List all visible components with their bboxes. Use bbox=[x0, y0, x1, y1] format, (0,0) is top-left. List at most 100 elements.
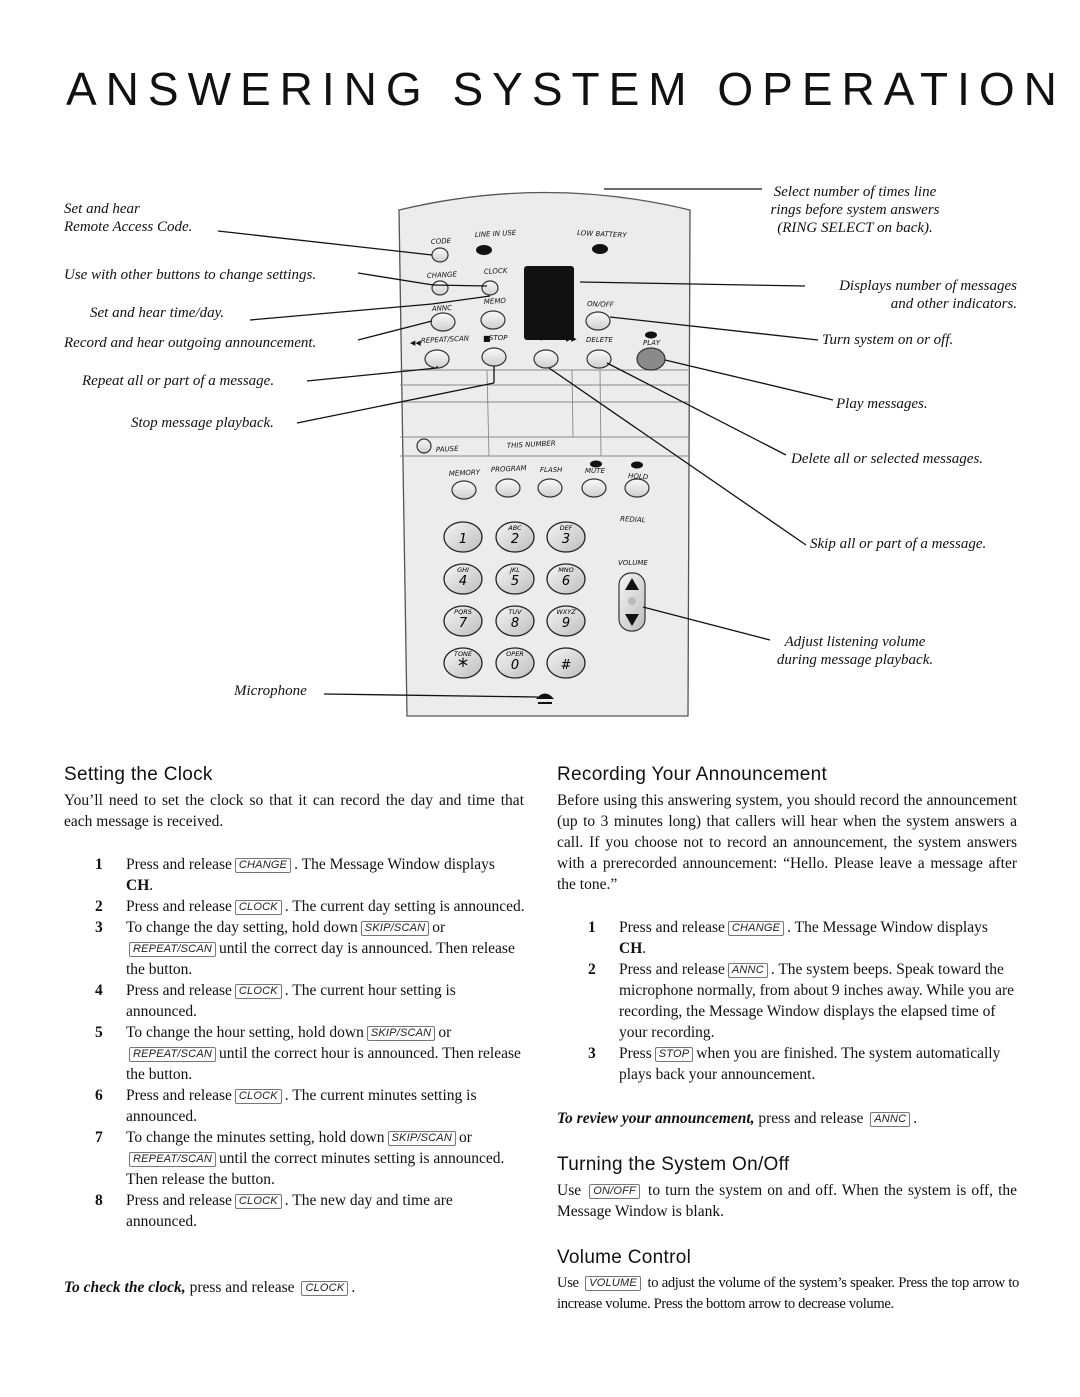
stop-label: STOP bbox=[489, 334, 508, 342]
step-number: 2 bbox=[95, 898, 103, 915]
keypad-letters: TUV bbox=[508, 608, 522, 616]
play-button bbox=[636, 347, 666, 371]
keypad-key-pound[interactable] bbox=[546, 647, 586, 679]
callout-change: Use with other buttons to change setting… bbox=[64, 267, 317, 283]
step-text: until the correct hour is announced. The… bbox=[126, 1045, 521, 1083]
callout-delete: Delete all or selected messages. bbox=[791, 451, 984, 467]
pause-button bbox=[416, 438, 432, 454]
change-label: CHANGE bbox=[427, 270, 458, 280]
step-bold: CH bbox=[619, 940, 643, 957]
keypad-letters: GHI bbox=[457, 566, 469, 574]
step-number: 3 bbox=[588, 1045, 596, 1062]
step-text: until the correct day is announced. Then… bbox=[126, 940, 515, 978]
text-run: to adjust the volume of the system’s spe… bbox=[557, 1275, 1019, 1312]
keypad-letters: OPER bbox=[506, 650, 524, 658]
step-number: 4 bbox=[95, 982, 103, 999]
memo-button bbox=[480, 310, 506, 330]
clock-note: To check the clock, press and release CL… bbox=[64, 1277, 355, 1298]
keypad-key-4[interactable] bbox=[443, 563, 483, 595]
callout-line: Displays number of messages bbox=[839, 278, 1017, 294]
note-lead: To review your announcement, bbox=[557, 1110, 755, 1127]
recording-note: To review your announcement, press and r… bbox=[557, 1108, 917, 1129]
volume-text: Use VOLUME to adjust the volume of the s… bbox=[557, 1273, 1019, 1315]
clock-label: CLOCK bbox=[484, 267, 509, 276]
step-number: 7 bbox=[95, 1129, 103, 1146]
delete-button bbox=[586, 349, 612, 369]
callout-line: Remote Access Code. bbox=[64, 219, 193, 235]
svg-text:■: ■ bbox=[483, 334, 491, 343]
key-label: CLOCK bbox=[234, 984, 282, 999]
hold-label: HOLD bbox=[628, 472, 649, 481]
annc-key: ANNC bbox=[870, 1112, 911, 1127]
keypad-key-9[interactable] bbox=[546, 605, 586, 637]
step-text: Press and release bbox=[619, 919, 725, 936]
repeat-scan-label: REPEAT/SCAN bbox=[421, 334, 470, 345]
keypad-digit: 8 bbox=[511, 616, 519, 631]
step-number: 1 bbox=[95, 856, 103, 873]
keypad-letters: TONE bbox=[454, 650, 473, 658]
keypad-key-star[interactable] bbox=[443, 647, 483, 679]
annc-label: ANNC bbox=[431, 304, 453, 313]
keypad-digit: 4 bbox=[459, 574, 467, 589]
key-label: CHANGE bbox=[234, 858, 292, 873]
step-text: Press bbox=[619, 1045, 652, 1062]
key-label: CLOCK bbox=[234, 1194, 282, 1209]
section-heading-recording: Recording Your Announcement bbox=[557, 764, 828, 785]
step-text: . The current day setting is announced. bbox=[284, 898, 525, 915]
on-off-key: ON/OFF bbox=[589, 1184, 640, 1199]
keypad-digit: 7 bbox=[459, 616, 468, 631]
volume-down-icon bbox=[625, 614, 639, 626]
key-label: REPEAT/SCAN bbox=[129, 1152, 217, 1167]
keypad-key-2[interactable] bbox=[495, 521, 535, 553]
keypad-key-5[interactable] bbox=[495, 563, 535, 595]
annc-button bbox=[430, 312, 456, 332]
keypad-key-0[interactable] bbox=[495, 647, 535, 679]
keypad-key-3[interactable] bbox=[546, 521, 586, 553]
step-number: 6 bbox=[95, 1087, 103, 1104]
phone-diagram: CODE LINE IN USE LOW BATTERY CHANGE CLOC… bbox=[217, 188, 834, 717]
flash-label: FLASH bbox=[540, 466, 563, 474]
redial-label: REDIAL bbox=[620, 515, 646, 524]
keypad-key-7[interactable] bbox=[443, 605, 483, 637]
key-label: SKIP/SCAN bbox=[366, 1026, 436, 1041]
step-text: Press and release bbox=[619, 961, 725, 978]
keypad-digit: 1 bbox=[459, 532, 467, 547]
text-run: Use bbox=[557, 1182, 582, 1199]
step-text: To change the minutes setting, hold down bbox=[126, 1129, 385, 1146]
clock-key: CLOCK bbox=[301, 1281, 349, 1296]
step-number: 5 bbox=[95, 1024, 103, 1041]
step-text: or bbox=[438, 1024, 452, 1041]
memo-label: MEMO bbox=[484, 297, 507, 306]
keypad-digit: 0 bbox=[511, 658, 519, 673]
step-number: 3 bbox=[95, 919, 103, 936]
callout-line: (RING SELECT on back). bbox=[777, 220, 933, 236]
code-button bbox=[431, 247, 449, 263]
key-label: CLOCK bbox=[234, 900, 282, 915]
keypad-key-6[interactable] bbox=[546, 563, 586, 595]
step-text: . The Message Window displays bbox=[294, 856, 495, 873]
step-text: . The current minutes setting is announc… bbox=[126, 1087, 477, 1125]
step-text: Press and release bbox=[126, 898, 232, 915]
keypad-key-8[interactable] bbox=[495, 605, 535, 637]
delete-label: DELETE bbox=[586, 336, 613, 344]
keypad-key-1[interactable] bbox=[443, 521, 483, 553]
code-label: CODE bbox=[431, 237, 452, 246]
keypad-digit: 6 bbox=[562, 574, 570, 589]
memory-label: MEMORY bbox=[449, 468, 481, 478]
step-text: To change the hour setting, hold down bbox=[126, 1024, 364, 1041]
mute-button bbox=[581, 478, 607, 498]
keypad-letters: PQRS bbox=[454, 608, 472, 616]
volume-key: VOLUME bbox=[585, 1276, 641, 1291]
callout-display: Displays number of messages and other in… bbox=[760, 277, 1017, 313]
callout-line: during message playback. bbox=[776, 652, 934, 668]
keypad-letters: JKL bbox=[508, 566, 520, 574]
flash-button bbox=[537, 478, 563, 498]
